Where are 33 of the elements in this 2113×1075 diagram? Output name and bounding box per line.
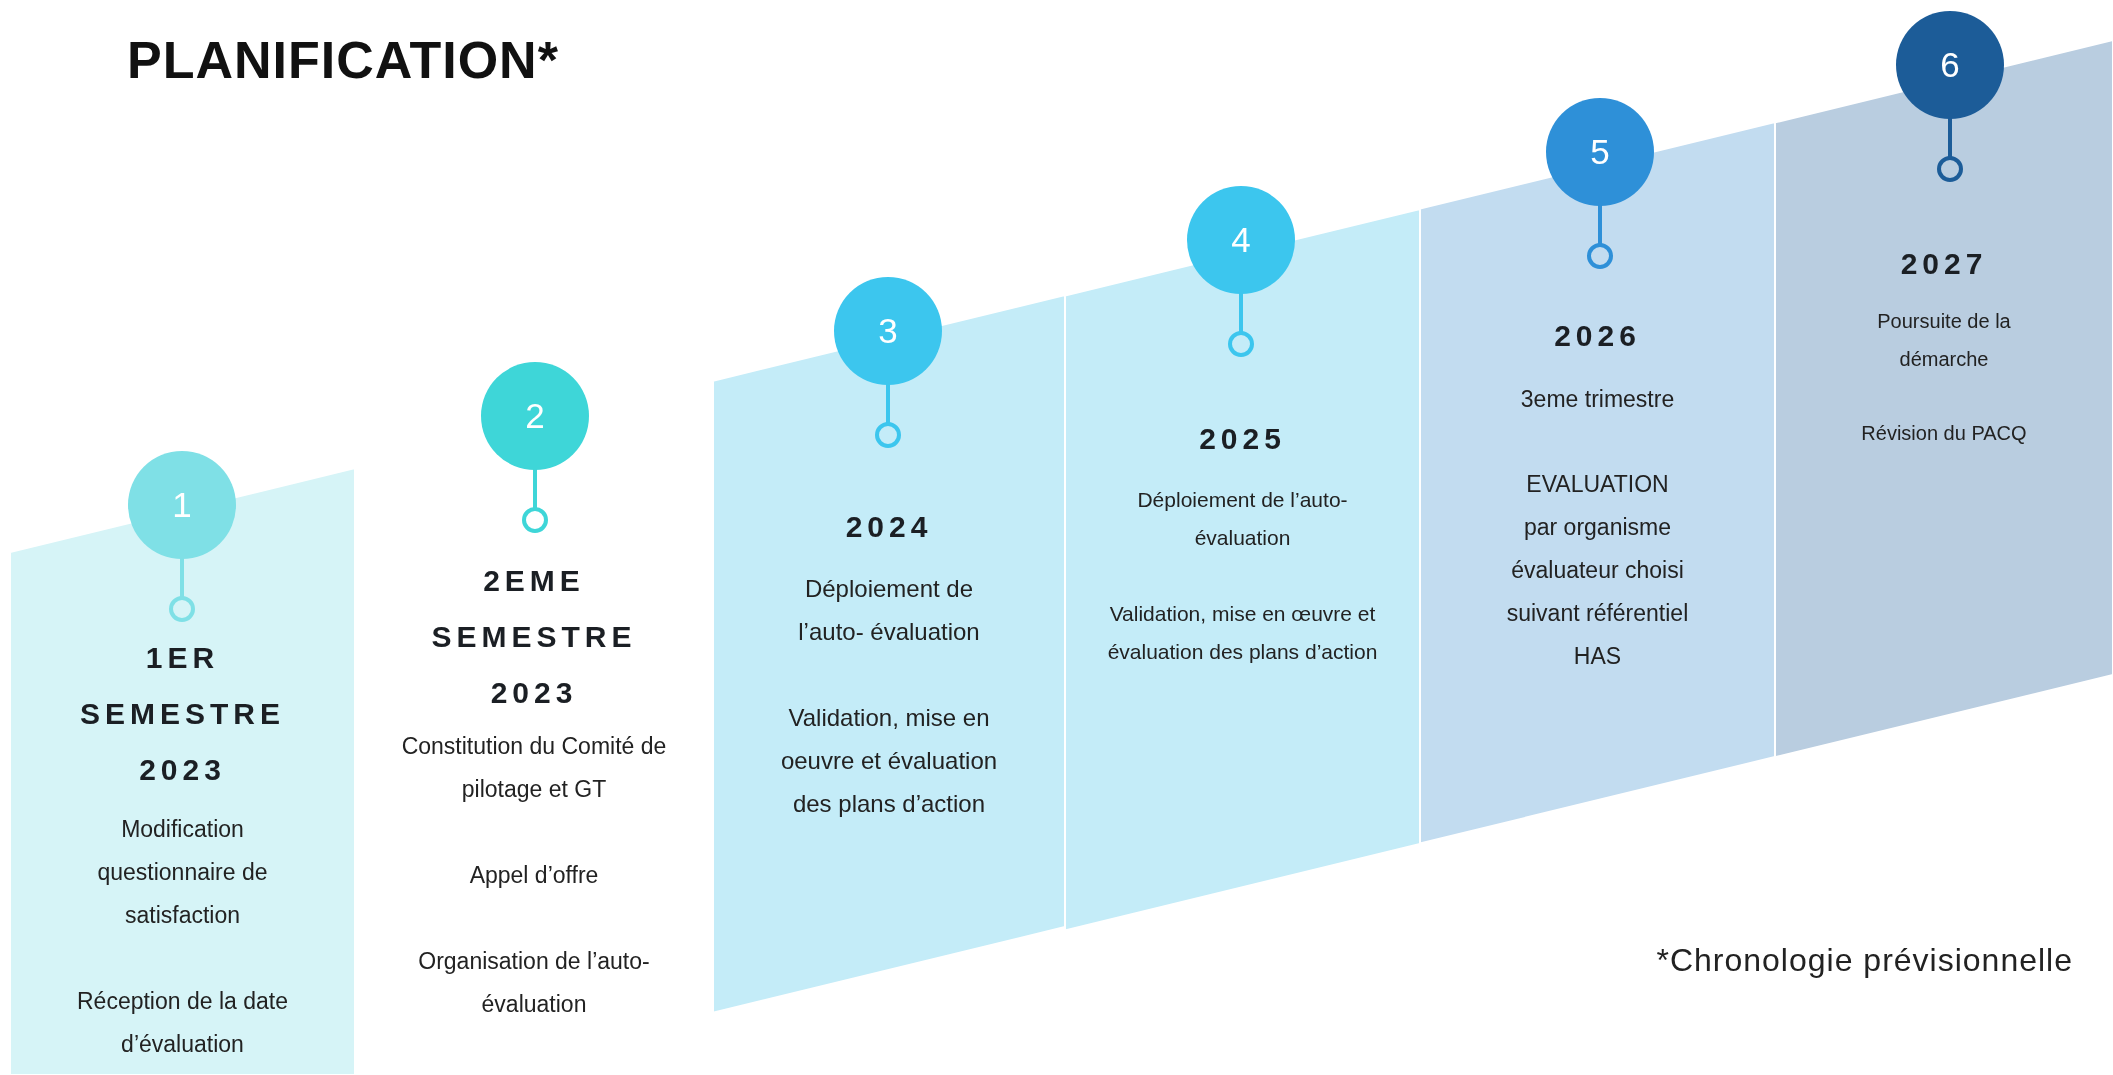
- step-number: 4: [1231, 220, 1251, 260]
- step-description: Appel d’offre: [468, 861, 600, 890]
- step-description: Réception de la date d’évaluation: [76, 987, 289, 1059]
- step-description: Validation, mise en œuvre et évaluation des plans d’action: [1106, 601, 1379, 665]
- diagram-title: PLANIFICATION*: [127, 30, 559, 91]
- step-description: Modification questionnaire de satisfaction: [96, 815, 269, 930]
- step-description: Déploiement de l’auto- évaluation: [797, 574, 981, 647]
- step-number: 6: [1940, 45, 1960, 85]
- step-description: Validation, mise en oeuvre et évaluation des plans d’action: [779, 703, 999, 819]
- step-number: 5: [1590, 132, 1610, 172]
- timeline-panel: [1775, 39, 2113, 757]
- period-heading: 1ER SEMESTRE 2023: [79, 640, 286, 788]
- step-description: EVALUATION: [1525, 470, 1670, 499]
- footnote: *Chronologie prévisionnelle: [1656, 942, 2073, 979]
- step-description: Organisation de l’auto-évaluation: [417, 947, 651, 1019]
- step-number: 1: [172, 485, 192, 525]
- period-heading: 2025: [1198, 421, 1287, 457]
- step-number: 2: [525, 396, 545, 436]
- step-description: Déploiement de l’auto-évaluation: [1136, 487, 1349, 551]
- step-description: Poursuite de la démarche: [1876, 309, 2012, 372]
- step-description: Révision du PACQ: [1860, 421, 2028, 446]
- step-description: par organisme évaluateur choisi suivant référentiel HAS: [1505, 513, 1690, 671]
- timeline-panel: [10, 467, 355, 1075]
- timeline-panel: [1065, 208, 1420, 930]
- step-description: Constitution du Comité de pilotage et GT: [400, 732, 668, 804]
- step-number: 3: [878, 311, 898, 351]
- period-heading: 2024: [844, 509, 934, 545]
- step-description: 3eme trimestre: [1519, 385, 1676, 414]
- timeline-panel: [713, 295, 1065, 1013]
- period-heading: 2EME SEMESTRE 2023: [430, 563, 638, 711]
- period-heading: 2026: [1553, 318, 1642, 354]
- period-heading: 2027: [1899, 246, 1989, 282]
- timeline-panel: [1420, 121, 1775, 843]
